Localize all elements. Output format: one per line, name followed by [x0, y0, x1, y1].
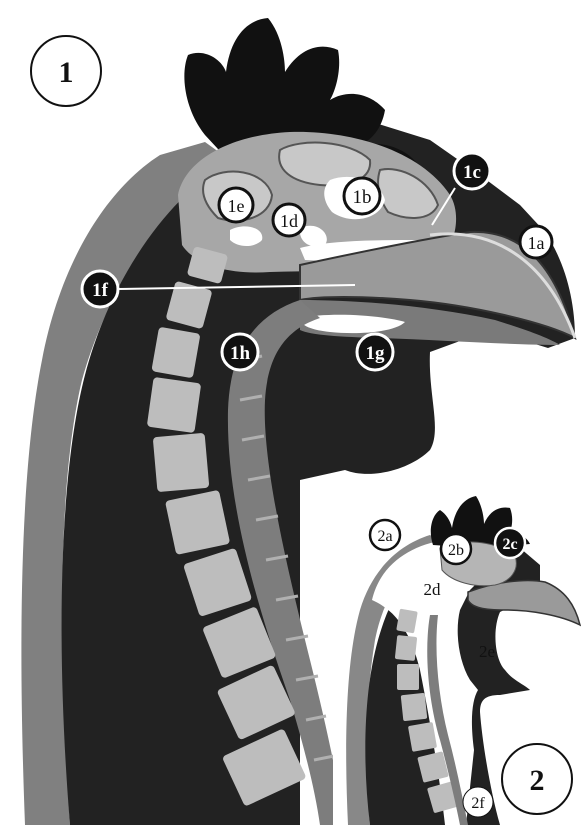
panel-1-number: 1 — [59, 56, 74, 89]
label-1h: 1h — [222, 334, 258, 370]
svg-text:2f: 2f — [471, 795, 485, 812]
svg-text:1d: 1d — [280, 211, 298, 231]
svg-text:1a: 1a — [528, 233, 545, 253]
svg-text:2a: 2a — [377, 528, 392, 545]
label-1f: 1f — [82, 271, 118, 307]
label-1a: 1a — [520, 226, 552, 258]
label-2c: 2c — [495, 528, 525, 558]
label-1e: 1e — [219, 188, 253, 222]
label-2e: 2e — [479, 642, 495, 661]
svg-text:1f: 1f — [92, 280, 109, 301]
svg-text:2c: 2c — [502, 536, 517, 553]
label-1c: 1c — [454, 153, 490, 189]
svg-text:1h: 1h — [230, 343, 251, 364]
svg-text:1e: 1e — [228, 196, 245, 216]
label-2f: 2f — [463, 787, 493, 817]
svg-text:2b: 2b — [448, 542, 464, 559]
label-1d: 1d — [273, 204, 305, 236]
label-1b: 1b — [344, 178, 380, 214]
panel-2-number: 2 — [530, 764, 545, 797]
label-2d: 2d — [424, 580, 442, 599]
label-2a: 2a — [370, 520, 400, 550]
panel-2: 2a 2b 2c 2d 2e 2f 2 — [333, 483, 581, 825]
svg-text:1c: 1c — [463, 162, 481, 183]
svg-text:1b: 1b — [353, 187, 372, 208]
label-2b: 2b — [441, 534, 471, 564]
svg-text:1g: 1g — [366, 343, 386, 364]
label-1g: 1g — [357, 334, 393, 370]
